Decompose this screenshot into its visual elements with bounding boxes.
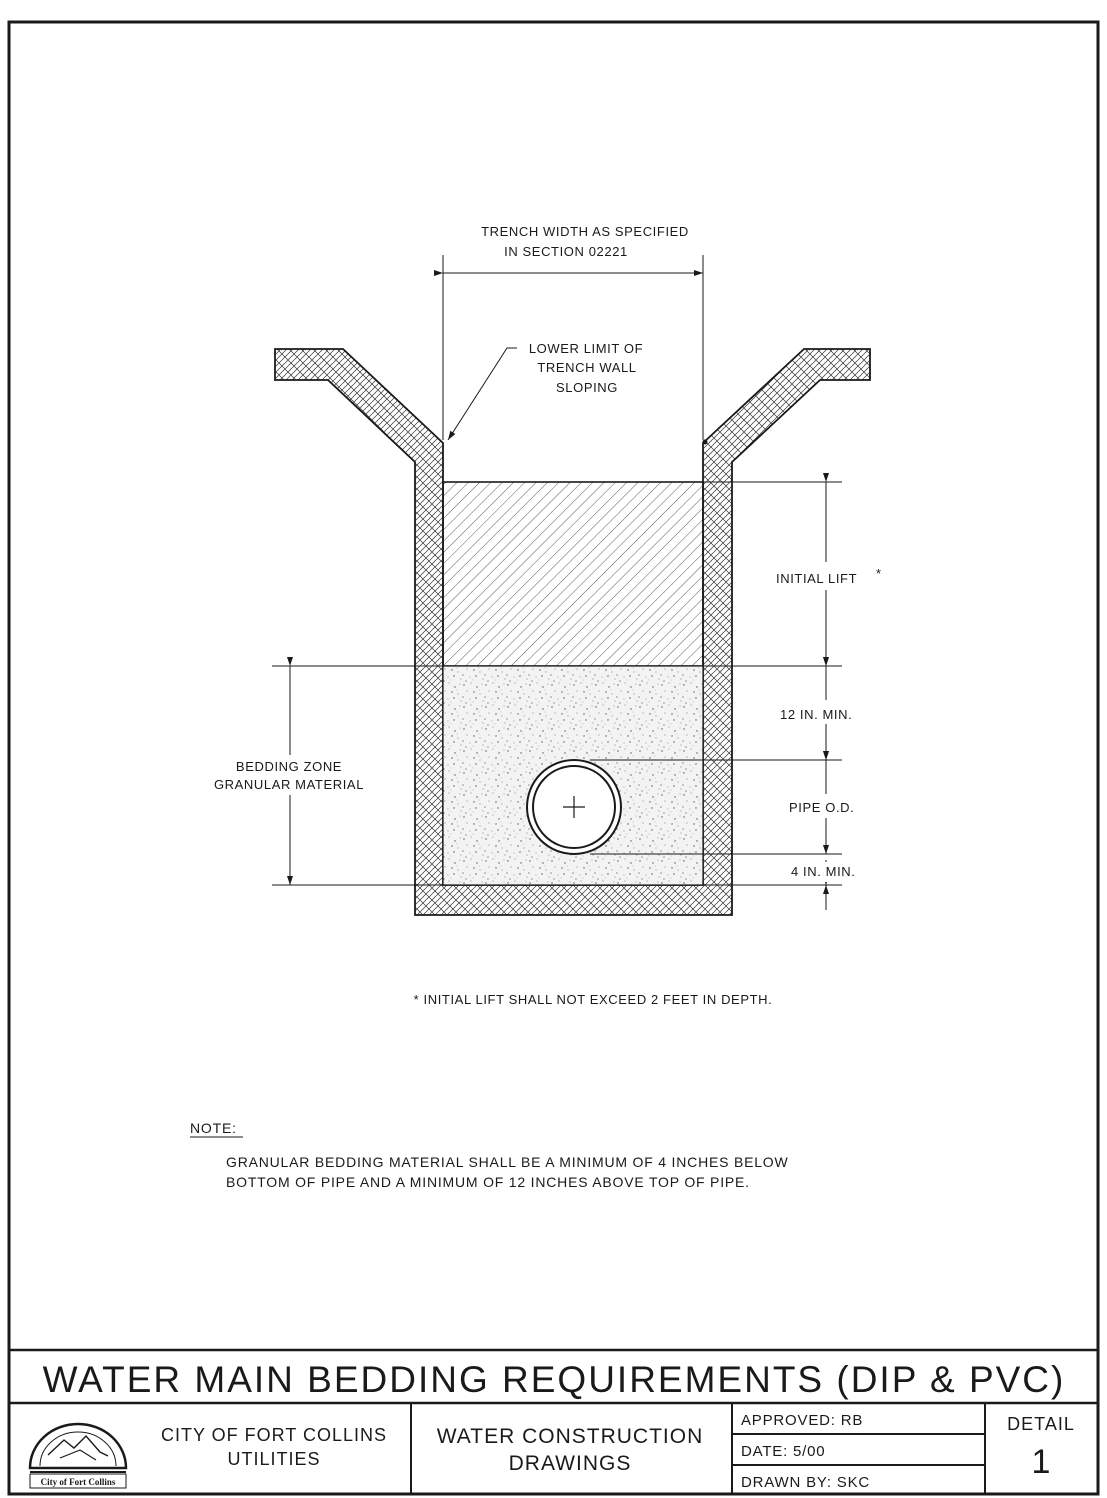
- trench-width-label-line-2: IN SECTION 02221: [504, 244, 628, 259]
- right-extension-lines: [590, 481, 842, 886]
- lower-limit-label-line-3: SLOPING: [556, 380, 618, 395]
- trench-width-dimension: [434, 255, 704, 440]
- trench-width-label-line-1: TRENCH WIDTH AS SPECIFIED: [481, 224, 689, 239]
- note-heading: NOTE:: [190, 1120, 237, 1136]
- drawing-set-line-2: DRAWINGS: [509, 1452, 632, 1475]
- approved-by: APPROVED: RB: [741, 1412, 863, 1429]
- city-logo: City of Fort Collins: [28, 1422, 128, 1489]
- lower-limit-label-line-1: LOWER LIMIT OF: [529, 341, 643, 356]
- detail-label: DETAIL: [1007, 1414, 1075, 1434]
- bedding-zone-label-line-1: BEDDING ZONE: [236, 759, 342, 774]
- title-block: [9, 1348, 1098, 1494]
- drawing-set-line-1: WATER CONSTRUCTION: [437, 1425, 703, 1448]
- pipe: [526, 759, 622, 855]
- lower-limit-leader: [447, 347, 708, 445]
- initial-lift-asterisk: *: [876, 566, 882, 581]
- org-name-line-1: CITY OF FORT COLLINS: [161, 1425, 387, 1445]
- note-line-2: BOTTOM OF PIPE AND A MINIMUM OF 12 INCHE…: [226, 1174, 750, 1190]
- pipe-od-label: PIPE O.D.: [789, 800, 854, 815]
- detail-number: 1: [1032, 1443, 1051, 1481]
- min-4-label: 4 IN. MIN.: [791, 864, 856, 879]
- drawing-date: DATE: 5/00: [741, 1443, 825, 1460]
- initial-lift-label: INITIAL LIFT: [776, 571, 857, 586]
- sheet-border: [7, 20, 1100, 1496]
- logo-text: City of Fort Collins: [41, 1477, 116, 1487]
- drawing-title: WATER MAIN BEDDING REQUIREMENTS (DIP & P…: [43, 1359, 1066, 1400]
- initial-lift-backfill: [442, 481, 704, 667]
- lower-limit-label-line-2: TRENCH WALL: [537, 360, 636, 375]
- initial-lift-footnote: * INITIAL LIFT SHALL NOT EXCEED 2 FEET I…: [414, 992, 773, 1007]
- note-line-1: GRANULAR BEDDING MATERIAL SHALL BE A MIN…: [226, 1154, 789, 1170]
- trench-section: [274, 348, 871, 916]
- drawn-by: DRAWN BY: SKC: [741, 1474, 870, 1491]
- bedding-zone-label-line-2: GRANULAR MATERIAL: [214, 777, 364, 792]
- org-name-line-2: UTILITIES: [227, 1449, 320, 1469]
- min-12-label: 12 IN. MIN.: [780, 707, 852, 722]
